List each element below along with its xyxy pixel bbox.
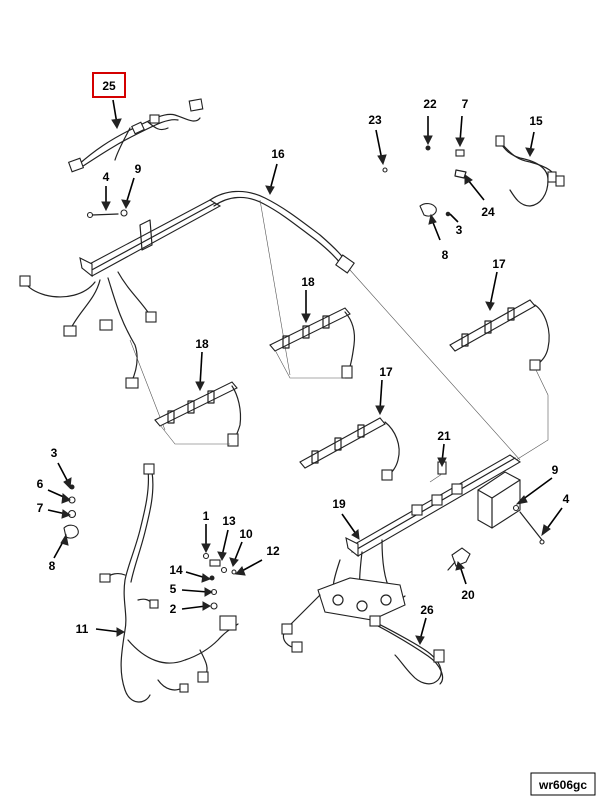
callout-8-top[interactable]: 8 bbox=[442, 248, 449, 262]
callout-12[interactable]: 12 bbox=[266, 544, 280, 558]
highlight-box bbox=[92, 72, 126, 98]
harness-26 bbox=[369, 615, 445, 685]
callout-19[interactable]: 19 bbox=[332, 497, 346, 511]
figure-reference: wr606gc bbox=[530, 772, 596, 796]
callout-26[interactable]: 26 bbox=[420, 603, 434, 617]
callout-15[interactable]: 15 bbox=[529, 114, 543, 128]
upper-fuel-rail-assembly bbox=[19, 190, 521, 461]
callout-3-top[interactable]: 3 bbox=[456, 223, 463, 237]
figure-ref-label: wr606gc bbox=[538, 778, 587, 792]
callout-4-right[interactable]: 4 bbox=[563, 492, 570, 506]
callout-7-top[interactable]: 7 bbox=[462, 97, 469, 111]
injector-rail-18-lower bbox=[154, 381, 242, 447]
callout-16[interactable]: 16 bbox=[271, 147, 285, 161]
callout-13[interactable]: 13 bbox=[222, 514, 236, 528]
callout-21[interactable]: 21 bbox=[437, 429, 451, 443]
callout-labels: 25 22 7 15 23 16 4 9 24 3 8 18 17 18 17 … bbox=[37, 72, 570, 636]
callout-1[interactable]: 1 bbox=[203, 509, 210, 523]
callout-6[interactable]: 6 bbox=[37, 477, 44, 491]
callout-9-top[interactable]: 9 bbox=[135, 162, 142, 176]
callout-5[interactable]: 5 bbox=[170, 582, 177, 596]
callout-7-left[interactable]: 7 bbox=[37, 501, 44, 515]
callout-2[interactable]: 2 bbox=[170, 602, 177, 616]
callout-3-left[interactable]: 3 bbox=[51, 446, 58, 460]
callout-18-lower[interactable]: 18 bbox=[195, 337, 209, 351]
left-small-parts bbox=[63, 484, 79, 539]
callout-18-middle[interactable]: 18 bbox=[301, 275, 315, 289]
callout-22[interactable]: 22 bbox=[423, 97, 437, 111]
callout-arrows bbox=[47, 99, 563, 646]
callout-17-right[interactable]: 17 bbox=[492, 257, 506, 271]
callout-4-top[interactable]: 4 bbox=[103, 170, 110, 184]
callout-9-right[interactable]: 9 bbox=[552, 463, 559, 477]
callout-11[interactable]: 11 bbox=[76, 622, 89, 636]
center-small-parts bbox=[202, 552, 237, 610]
callout-8-left[interactable]: 8 bbox=[49, 559, 56, 573]
lower-fuel-rail-assembly bbox=[281, 454, 545, 653]
callout-25[interactable]: 25 bbox=[102, 79, 116, 93]
sensor-small-parts bbox=[382, 135, 565, 217]
callout-14[interactable]: 14 bbox=[169, 563, 183, 577]
callout-24[interactable]: 24 bbox=[481, 205, 495, 219]
wiring-harness-25 bbox=[67, 98, 204, 173]
harness-11 bbox=[99, 463, 239, 703]
callout-20[interactable]: 20 bbox=[461, 588, 475, 602]
injector-rail-18-middle bbox=[269, 307, 356, 379]
callout-10[interactable]: 10 bbox=[239, 527, 253, 541]
sensor-20 bbox=[447, 547, 471, 571]
injector-rail-17-middle bbox=[299, 417, 400, 481]
callout-17-middle[interactable]: 17 bbox=[379, 365, 393, 379]
callout-23[interactable]: 23 bbox=[368, 113, 382, 127]
injector-rail-17-upper bbox=[449, 299, 550, 471]
